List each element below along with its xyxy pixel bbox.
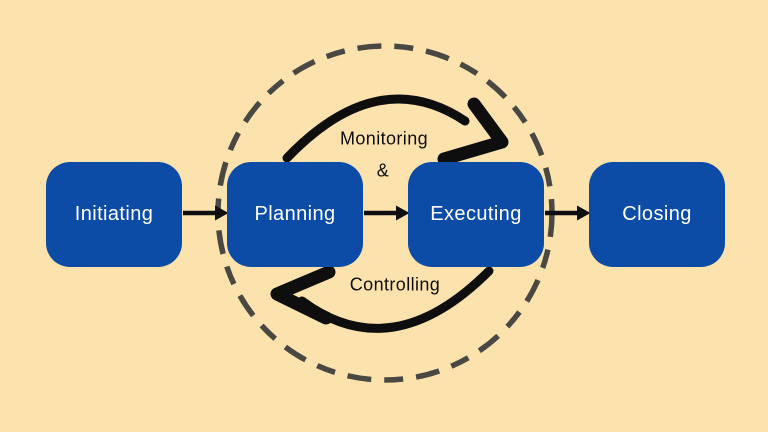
monitoring-curved-arrow (282, 94, 509, 166)
stage-label-executing: Executing (430, 203, 522, 225)
stage-box-initiating: Initiating (46, 162, 182, 267)
flow-arrow-initiating-to-planning (183, 205, 229, 221)
stage-box-closing: Closing (589, 162, 725, 267)
stage-label-planning: Planning (254, 203, 336, 225)
curved-arrow-shaft (282, 94, 470, 163)
stage-label-initiating: Initiating (74, 203, 154, 225)
stage-box-planning: Planning (227, 162, 363, 267)
arrow-head-icon (577, 205, 591, 221)
flow-arrow-planning-to-executing (364, 205, 410, 221)
flow-arrow-executing-to-closing (545, 205, 591, 221)
controlling-label: Controlling (349, 274, 441, 295)
controlling-curved-arrow (270, 265, 494, 333)
curved-arrow-head-icon (270, 265, 336, 325)
ampersand-label: & (376, 160, 390, 181)
curved-arrow-head-icon (437, 97, 509, 166)
arrow-head-icon (396, 205, 410, 221)
stage-box-executing: Executing (408, 162, 544, 267)
arrow-head-icon (215, 205, 229, 221)
stage-label-closing: Closing (622, 203, 692, 225)
monitoring-label: Monitoring (339, 128, 429, 149)
